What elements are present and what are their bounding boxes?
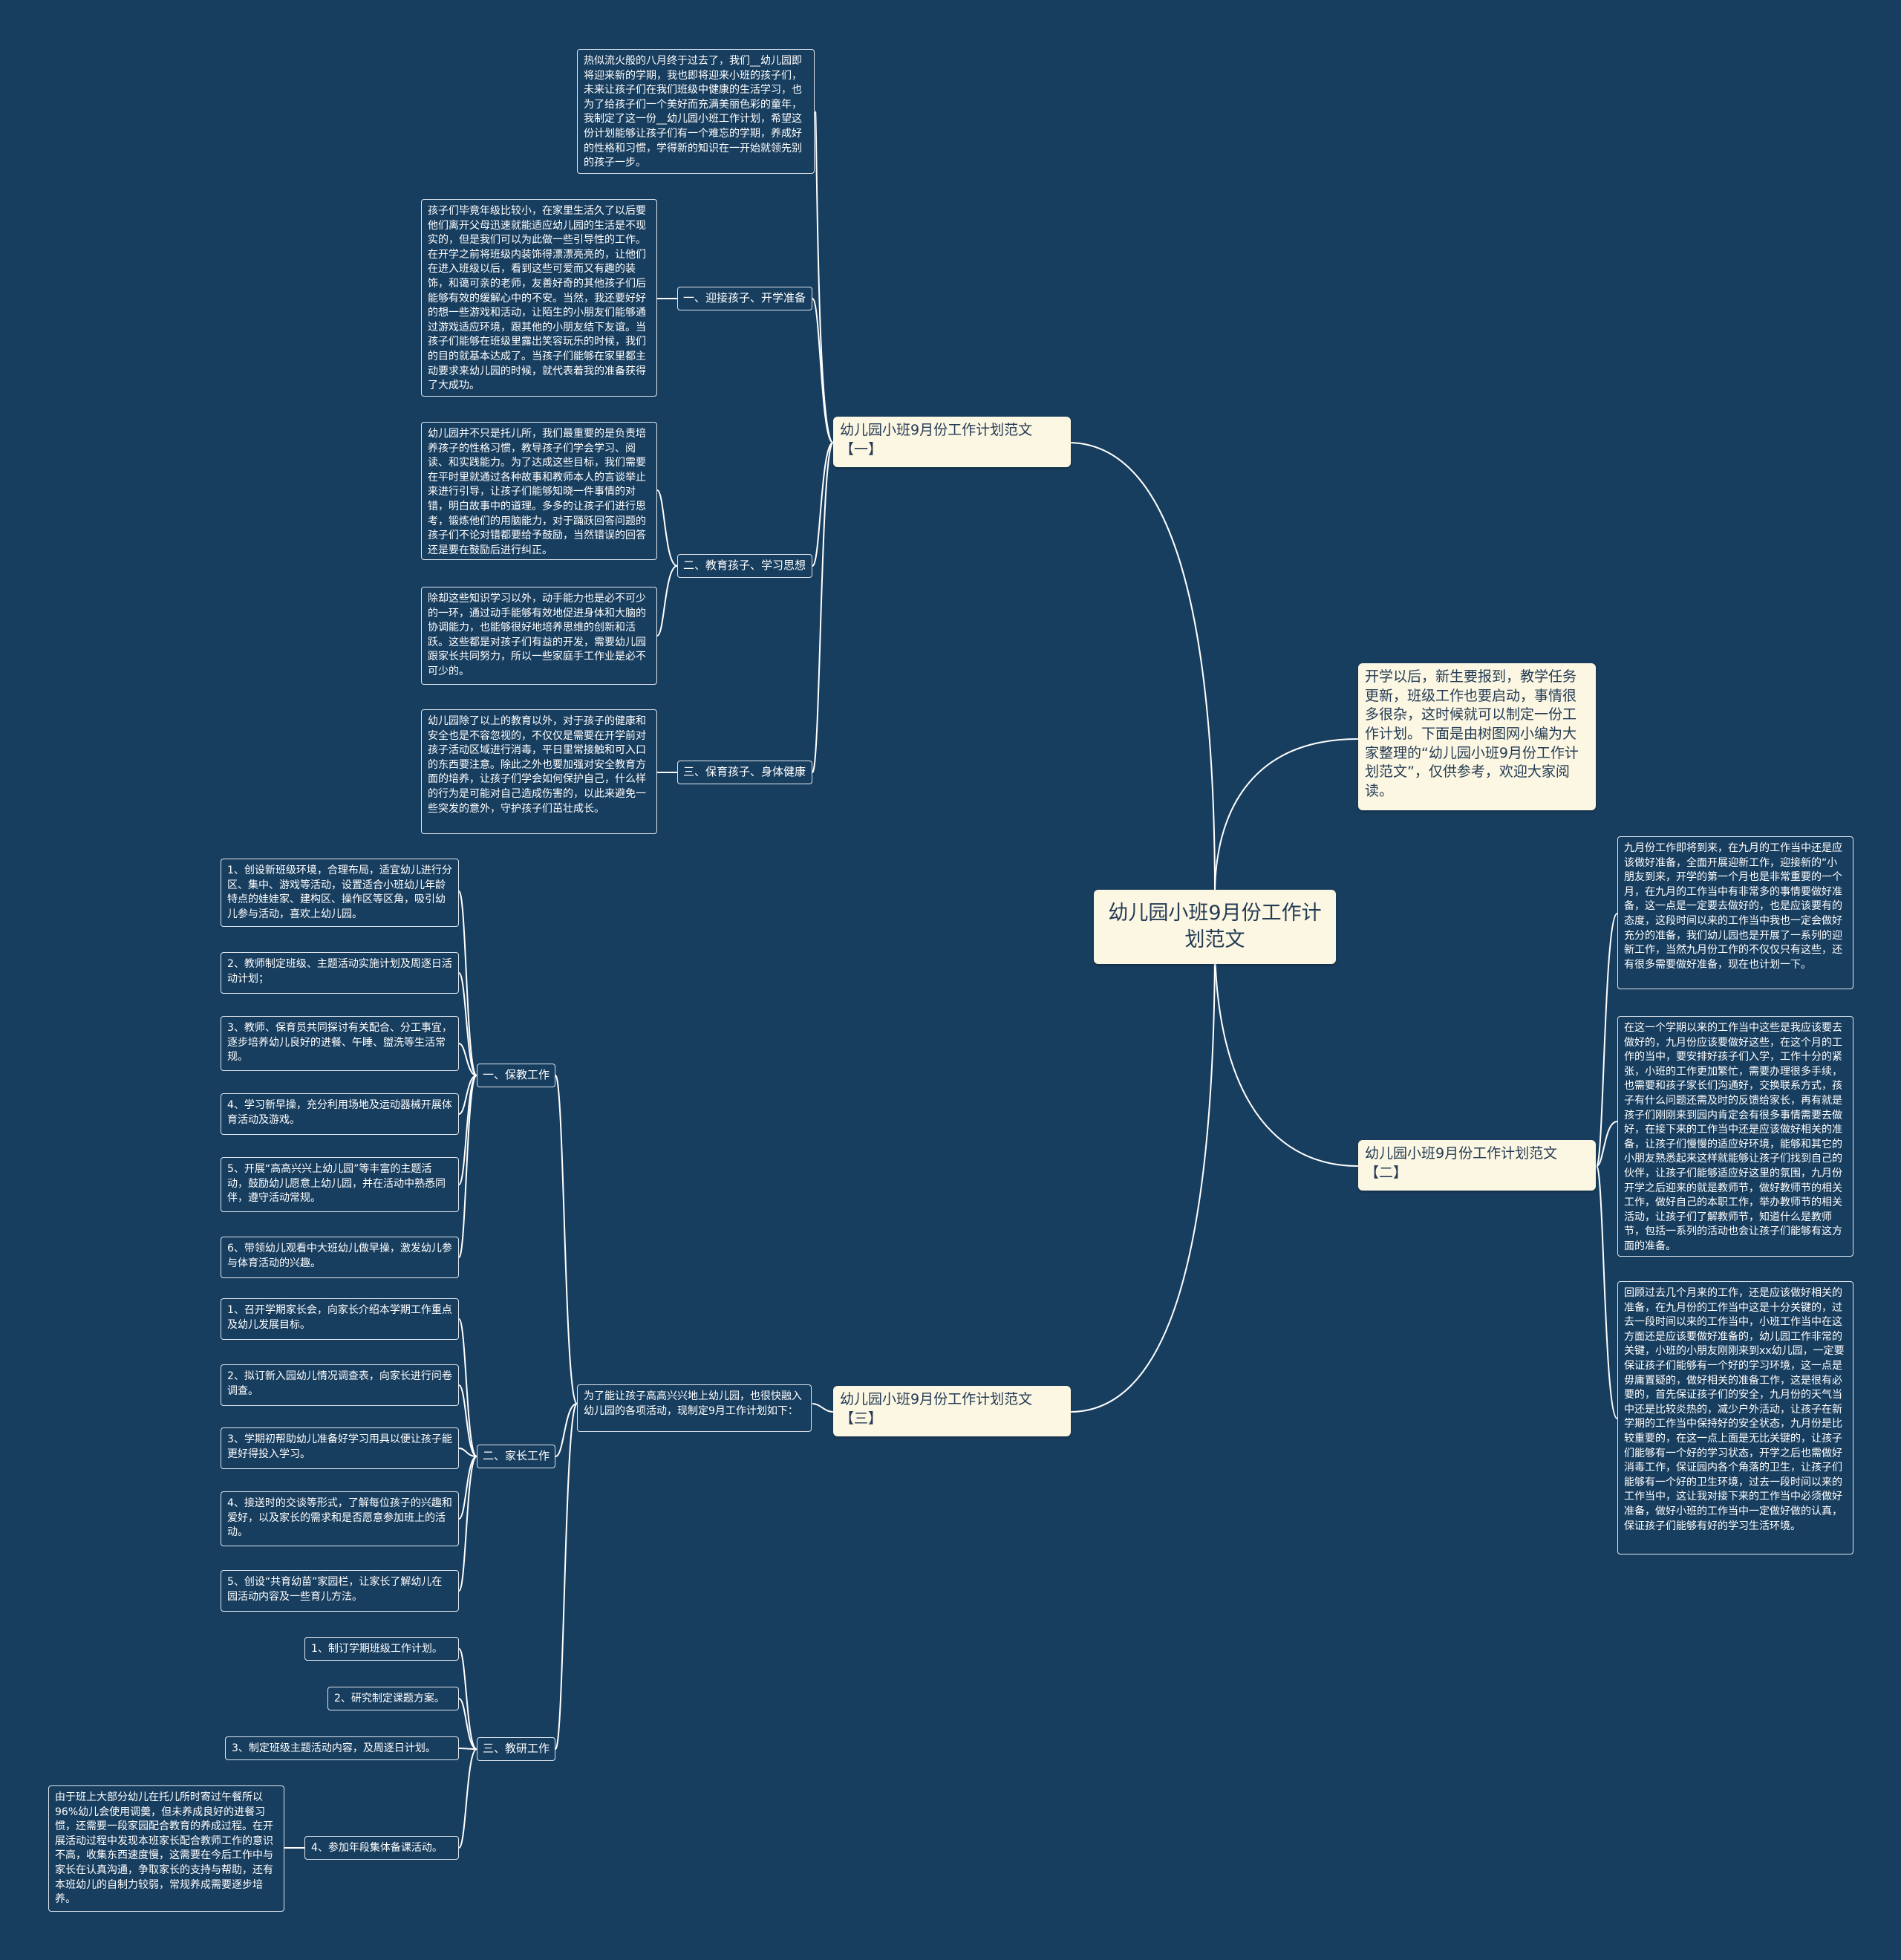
plan3-section-jiaoyan[interactable]: 三、教研工作 (477, 1737, 555, 1761)
link-plan1-s2 (812, 442, 834, 567)
link-plan3-intro (812, 1403, 834, 1413)
link-pa-3 (458, 1448, 477, 1457)
jiaoyan-item-4: 4、参加年段集体备课活动。 (304, 1836, 459, 1860)
link-jy-1 (458, 1648, 477, 1750)
intro-node[interactable]: 开学以后，新生要报到，教学任务更新，班级工作也要启动，事情很多很杂，这时候就可以… (1358, 663, 1596, 810)
link-jy-4 (458, 1748, 477, 1849)
link-pb-5 (458, 1075, 477, 1185)
link-plan1-s1 (812, 298, 834, 443)
jiazhang-item-2: 2、拟订新入园幼儿情况调查表，向家长进行问卷调查。 (221, 1364, 459, 1406)
link-plan1-intro (815, 111, 834, 443)
link-pa-2 (458, 1384, 477, 1457)
jiaoyan-item-1: 1、制订学期班级工作计划。 (304, 1637, 459, 1661)
baojiao-item-2: 2、教师制定班级、主题活动实施计划及周逐日活动计划； (221, 952, 459, 994)
baojiao-item-6: 6、带领幼儿观看中大班幼儿做早操，激发幼儿参与体育活动的兴趣。 (221, 1237, 459, 1278)
plan2-paragraph-2: 在这一个学期以来的工作当中这些是我应该要去做好的，九月份应该要做好这些，在这个月… (1617, 1016, 1853, 1257)
plan2-node[interactable]: 幼儿园小班9月份工作计划范文【二】 (1358, 1140, 1596, 1191)
plan1-section-2-text1: 幼儿园并不只是托儿所，我们最重要的是负责培养孩子的性格习惯，教导孩子们学会学习、… (421, 422, 657, 560)
plan1-section-3[interactable]: 三、保育孩子、身体健康 (677, 761, 812, 784)
link-pa-5 (458, 1456, 477, 1592)
jiazhang-item-3: 3、学期初帮助幼儿准备好学习用具以便让孩子能更好得投入学习。 (221, 1427, 459, 1469)
baojiao-item-5: 5、开展“高高兴兴上幼儿园”等丰富的主题活动，鼓励幼儿愿意上幼儿园，并在活动中熟… (221, 1157, 459, 1212)
link-pb-2 (458, 972, 477, 1076)
link-s2-leaf2 (656, 565, 678, 636)
link-intro-s1 (555, 1075, 578, 1404)
plan1-section-1-text: 孩子们毕竟年级比较小，在家里生活久了以后要他们离开父母迅速就能适应幼儿园的生活是… (421, 199, 657, 397)
link-intro-s3 (555, 1403, 578, 1750)
plan1-section-1[interactable]: 一、迎接孩子、开学准备 (677, 287, 812, 310)
plan1-section-3-text: 幼儿园除了以上的教育以外，对于孩子的健康和安全也是不容忽视的，不仅仅是需要在开学… (421, 709, 657, 834)
plan1-node[interactable]: 幼儿园小班9月份工作计划范文【一】 (833, 417, 1071, 467)
plan3-section-jiazhang[interactable]: 二、家长工作 (477, 1445, 555, 1468)
link-pa-1 (458, 1318, 477, 1457)
link-root-intro (1214, 738, 1359, 896)
link-plan2-p1 (1596, 913, 1618, 1167)
plan2-paragraph-1: 九月份工作即将到来，在九月的工作当中还是应该做好准备，全面开展迎新工作，迎接新的… (1617, 836, 1853, 989)
plan3-section-baojiao[interactable]: 一、保教工作 (477, 1064, 555, 1087)
baojiao-item-1: 1、创设新班级环境，合理布局，适宜幼儿进行分区、集中、游戏等活动，设置适合小班幼… (221, 859, 459, 927)
plan3-intro-text: 为了能让孩子高高兴兴地上幼儿园，也很快融入幼儿园的各项活动，现制定9月工作计划如… (577, 1384, 812, 1432)
link-s2-leaf1 (656, 489, 678, 567)
plan3-node[interactable]: 幼儿园小班9月份工作计划范文【三】 (833, 1386, 1071, 1436)
link-root-plan2 (1214, 939, 1359, 1167)
jiazhang-item-4: 4、接送时的交谈等形式，了解每位孩子的兴趣和爱好，以及家长的需求和是否愿意参加班… (221, 1491, 459, 1546)
link-jy-2 (458, 1698, 477, 1750)
link-intro-s2 (555, 1403, 578, 1457)
jiazhang-item-5: 5、创设“共育幼苗”家园栏，让家长了解幼儿在园活动内容及一些育儿方法。 (221, 1570, 459, 1612)
baojiao-item-4: 4、学习新早操，充分利用场地及运动器械开展体育活动及游戏。 (221, 1093, 459, 1135)
plan1-section-2-text2: 除却这些知识学习以外，动手能力也是必不可少的一环，通过动手能够有效地促进身体和大… (421, 587, 657, 685)
jiaoyan-item-2: 2、研究制定课题方案。 (327, 1687, 459, 1710)
root-topic[interactable]: 幼儿园小班9月份工作计划范文 (1094, 890, 1336, 964)
link-root-plan1 (1070, 442, 1216, 896)
jiazhang-item-1: 1、召开学期家长会，向家长介绍本学期工作重点及幼儿发展目标。 (221, 1298, 459, 1340)
link-plan2-p3 (1596, 1165, 1618, 1419)
jiaoyan-item-3: 3、制定班级主题活动内容，及周逐日计划。 (225, 1736, 459, 1760)
link-pb-4 (458, 1075, 477, 1115)
link-pb-6 (458, 1075, 477, 1258)
plan2-paragraph-3: 回顾过去几个月来的工作，还是应该做好相关的准备，在九月份的工作当中这是十分关键的… (1617, 1281, 1853, 1554)
link-plan2-p2 (1596, 1121, 1618, 1167)
link-pa-4 (458, 1456, 477, 1520)
jiaoyan-item-4-note: 由于班上大部分幼儿在托儿所时寄过午餐所以96%幼儿会使用调羹，但未养成良好的进餐… (48, 1785, 284, 1912)
link-root-plan3 (1070, 939, 1216, 1413)
plan1-intro-text: 热似流火般的八月终于过去了，我们__幼儿园即将迎来新的学期，我也即将迎来小班的孩… (577, 49, 815, 174)
link-pb-1 (458, 891, 477, 1076)
link-plan1-s3 (812, 442, 834, 773)
plan1-section-2[interactable]: 二、教育孩子、学习思想 (677, 554, 812, 578)
link-jy-3 (458, 1748, 477, 1750)
baojiao-item-3: 3、教师、保育员共同探讨有关配合、分工事宜，逐步培养幼儿良好的进餐、午睡、盥洗等… (221, 1016, 459, 1071)
link-pb-3 (458, 1043, 477, 1076)
